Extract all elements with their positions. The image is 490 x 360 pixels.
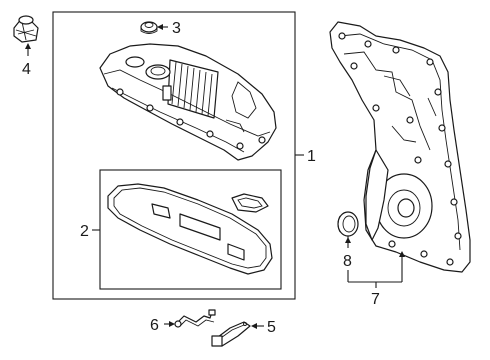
front-crank-seal-icon xyxy=(337,211,359,237)
gasket-icon xyxy=(107,183,273,275)
grommet-icon xyxy=(140,21,158,34)
callout-5: 5 xyxy=(267,319,276,336)
valve-cover-icon xyxy=(99,43,277,161)
callout-3: 3 xyxy=(172,20,181,37)
callout-8: 8 xyxy=(343,253,352,270)
callout-2: 2 xyxy=(80,223,89,240)
leader-7 xyxy=(347,251,405,288)
callout-4: 4 xyxy=(22,61,31,78)
pcv-hose-icon xyxy=(174,309,216,328)
bracket-icon xyxy=(211,321,251,347)
callout-6: 6 xyxy=(150,317,159,334)
callout-1: 1 xyxy=(307,148,316,165)
oil-filler-cap-icon xyxy=(13,15,39,43)
callout-7: 7 xyxy=(371,291,380,308)
timing-cover-icon xyxy=(329,21,471,273)
